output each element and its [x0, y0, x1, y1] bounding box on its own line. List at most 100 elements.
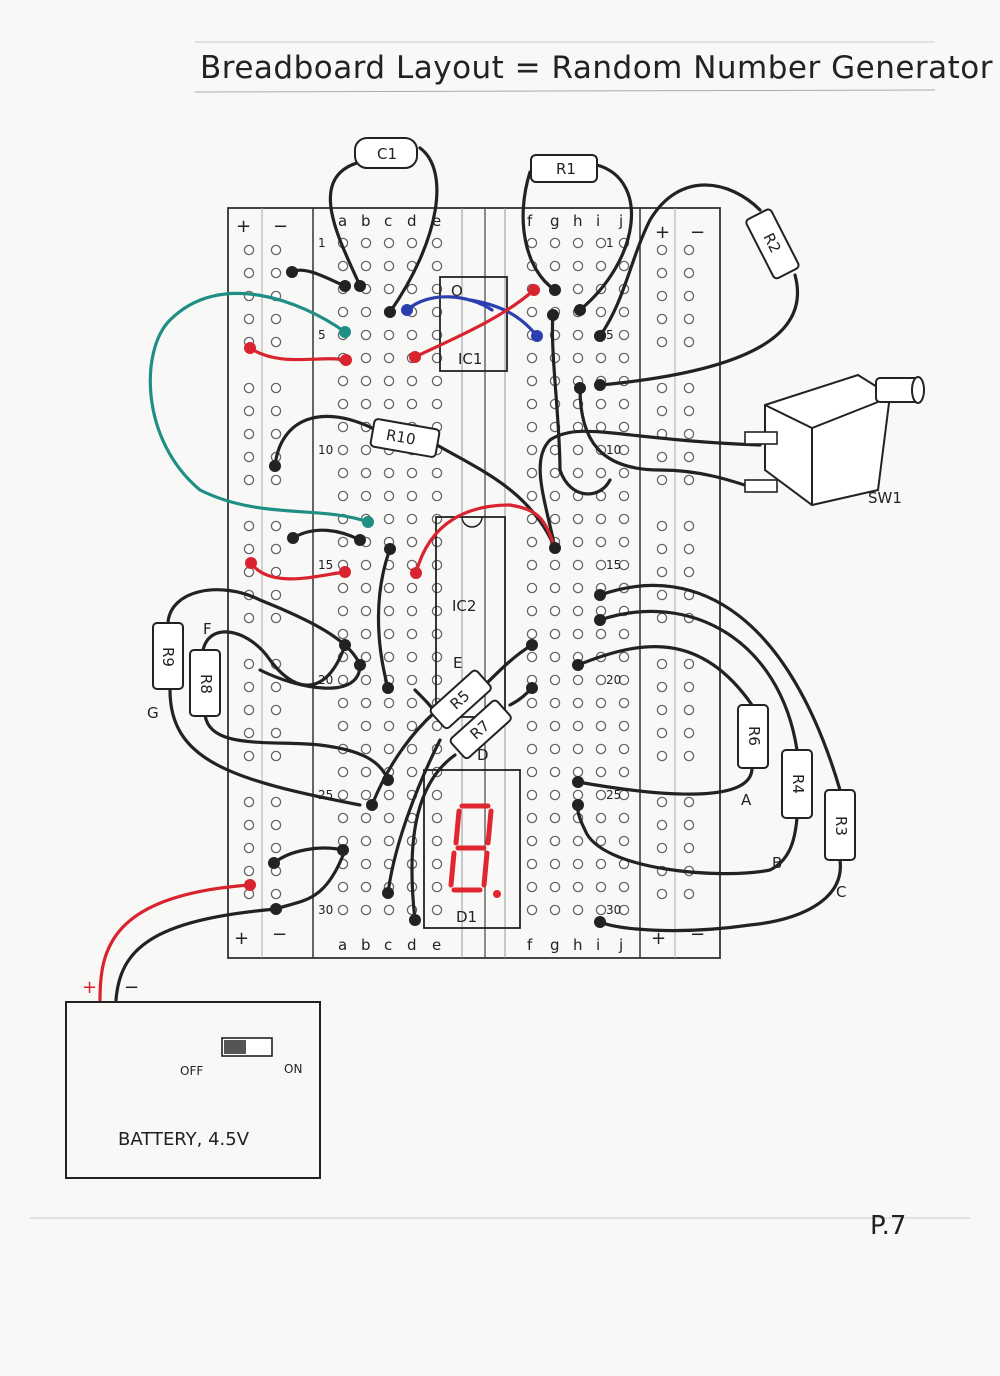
battery-pack: OFF ON BATTERY, 4.5V + − [65, 977, 321, 1179]
col-letter-bottom-f: f [527, 936, 533, 954]
segment-label-g: G [147, 704, 159, 722]
r7-resistor: R7 [449, 699, 512, 760]
wire-end-black [354, 659, 366, 671]
sw1-label: SW1 [868, 489, 902, 507]
r1-resistor: R1 [530, 154, 598, 183]
row-marker-right-25: 25 [606, 788, 621, 802]
wire-end-black [382, 774, 394, 786]
wire-end-black [549, 542, 561, 554]
ic2-label: IC2 [452, 597, 476, 615]
r6-label: R6 [745, 726, 763, 746]
segment-label-b: B [772, 854, 782, 872]
col-letter-top-h: h [573, 212, 583, 230]
r10-resistor: R10 [369, 418, 441, 458]
wire-end-black [594, 589, 606, 601]
col-letter-bottom-c: c [384, 936, 392, 954]
wire-end-black [594, 330, 606, 342]
row-marker-right-1: 1 [606, 236, 614, 250]
rail-plus-bottom-left: + [234, 928, 249, 949]
row-marker-right-10: 10 [606, 443, 621, 457]
wire-end-black [549, 284, 561, 296]
wire-end-black [270, 903, 282, 915]
col-letter-bottom-a: a [338, 936, 347, 954]
ic2-chip: IC2 [435, 516, 506, 718]
col-letter-bottom-d: d [407, 936, 417, 954]
wire-end-teal [339, 326, 351, 338]
wire-end-black [354, 534, 366, 546]
col-letter-top-a: a [338, 212, 347, 230]
wire-end-red [244, 879, 256, 891]
ic1-pin-mark: O [451, 282, 463, 300]
col-letter-bottom-b: b [361, 936, 371, 954]
segment-label-c: C [836, 883, 846, 901]
wire-end-teal [362, 516, 374, 528]
wire-end-red [409, 351, 421, 363]
wire-end-black [337, 844, 349, 856]
wire-endpoints [244, 266, 606, 928]
wire-end-red [244, 342, 256, 354]
col-letter-top-j: j [618, 212, 623, 230]
wire-end-black [366, 799, 378, 811]
col-letter-top-d: d [407, 212, 417, 230]
rail-minus-top-left: − [273, 216, 288, 237]
row-marker-right-20: 20 [606, 673, 621, 687]
wire-end-black [339, 280, 351, 292]
row-marker-right-15: 15 [606, 558, 621, 572]
battery-label: BATTERY, 4.5V [118, 1129, 250, 1150]
wire-end-black [574, 304, 586, 316]
battery-plus: + [82, 977, 97, 998]
wire-end-red [339, 566, 351, 578]
segment-label-d: D [477, 746, 489, 764]
wire-end-black [526, 682, 538, 694]
row-marker-right-5: 5 [606, 328, 614, 342]
diagram-title: Breadboard Layout = Random Number Genera… [200, 50, 993, 86]
battery-off-label: OFF [180, 1064, 203, 1078]
c1-label: C1 [377, 145, 397, 163]
wire-end-black [572, 776, 584, 788]
wire-end-blue [401, 304, 413, 316]
r9-label: R9 [159, 647, 177, 667]
wire-end-black [384, 543, 396, 555]
wire-end-black [382, 887, 394, 899]
rail-minus-top-right: − [690, 222, 705, 243]
wire-end-black [287, 532, 299, 544]
rail-plus-top-left: + [236, 216, 251, 237]
wire-end-black [339, 639, 351, 651]
col-letter-bottom-h: h [573, 936, 583, 954]
r3-label: R3 [832, 816, 850, 836]
sw1-switch: SW1 [744, 373, 925, 507]
row-marker-right-30: 30 [606, 903, 621, 917]
wire-end-black [547, 309, 559, 321]
row-marker-left-15: 15 [318, 558, 333, 572]
wire-end-red [528, 284, 540, 296]
r3-resistor: R3 [824, 789, 856, 861]
row-marker-left-5: 5 [318, 328, 326, 342]
rail-minus-bottom-right: − [690, 924, 705, 945]
wire-end-black [594, 379, 606, 391]
r1-label: R1 [556, 160, 576, 178]
r9-resistor: R9 [152, 622, 184, 690]
segment-label-f: F [203, 620, 212, 638]
wire-layer [98, 146, 842, 1002]
rail-minus-bottom-left: − [272, 924, 287, 945]
wire-end-red [340, 354, 352, 366]
wire-end-black [572, 799, 584, 811]
row-marker-left-10: 10 [318, 443, 333, 457]
wire-end-black [269, 460, 281, 472]
wire-end-black [572, 659, 584, 671]
r8-resistor: R8 [189, 649, 221, 717]
r6-resistor: R6 [737, 704, 769, 769]
r8-label: R8 [197, 674, 215, 694]
battery-minus: − [124, 977, 139, 998]
wire-end-black [594, 614, 606, 626]
col-letter-bottom-j: j [618, 936, 623, 954]
col-letter-top-b: b [361, 212, 371, 230]
wire-end-red [245, 557, 257, 569]
c1-capacitor: C1 [354, 137, 418, 169]
row-marker-left-30: 30 [318, 903, 333, 917]
r4-label: R4 [789, 774, 807, 794]
page-number: P.7 [870, 1211, 906, 1241]
segment-label-a: A [741, 791, 752, 809]
wire-end-blue [531, 330, 543, 342]
